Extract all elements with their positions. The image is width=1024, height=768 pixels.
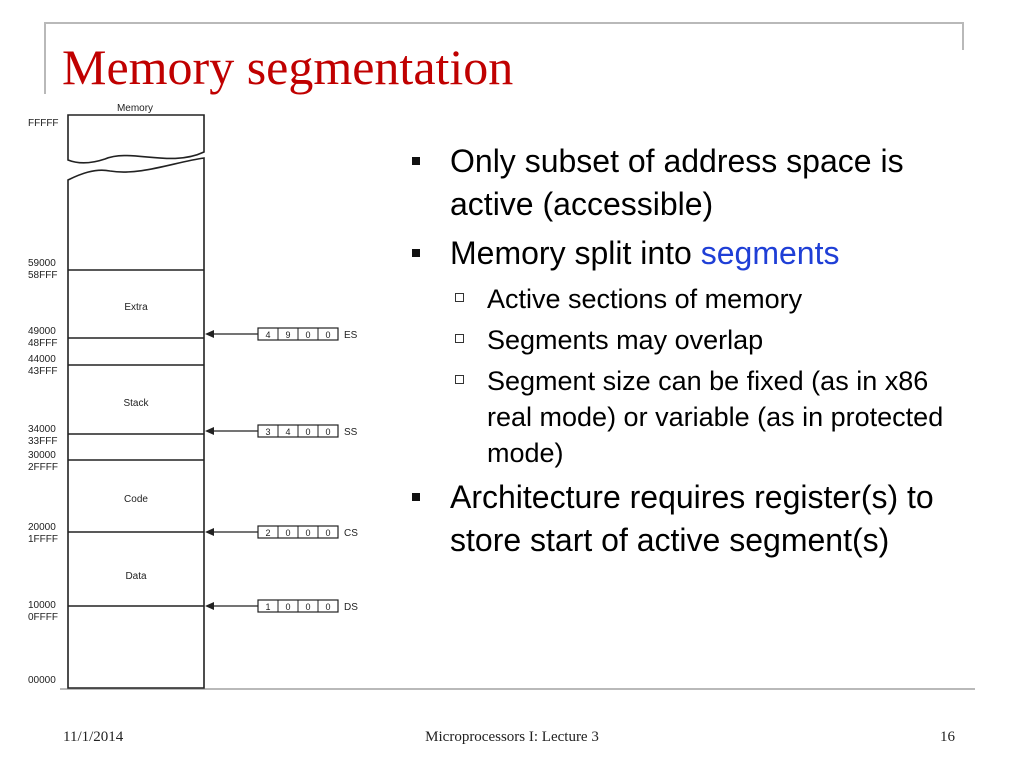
register-digit: 1 [265,602,270,612]
hollow-square-bullet-icon [455,334,464,343]
bullet-item: Architecture requires register(s) to sto… [412,476,972,562]
register-digit: 0 [325,528,330,538]
sub-bullet-text: Active sections of memory [487,284,803,314]
bullet-text: Architecture requires register(s) to sto… [450,479,934,558]
bullet-text: Memory split into [450,235,701,271]
frame-left-rule [44,22,46,94]
sub-bullet-text: Segments may overlap [487,325,764,355]
address-label: 43FFF [28,366,57,377]
highlight-term: segments [700,235,840,271]
bullet-list: Only subset of address space is active (… [412,140,972,568]
footer-date: 11/1/2014 [63,729,124,745]
register-ds: 1 0 0 0 DS [205,599,358,613]
segment-label-code: Code [124,494,148,505]
memory-diagram: Memory FFFFF 59000 58FFF 49000 48FFF 440… [0,98,380,695]
square-bullet-icon [412,493,420,501]
hollow-square-bullet-icon [455,293,464,302]
memory-header: Memory [117,103,153,114]
register-name: ES [344,330,358,341]
segment-label-data: Data [125,571,147,582]
register-digit: 3 [265,427,270,437]
register-digit: 0 [285,528,290,538]
hollow-square-bullet-icon [455,375,464,384]
register-digit: 0 [325,427,330,437]
register-digit: 0 [305,528,310,538]
register-digit: 4 [285,427,290,437]
register-name: CS [344,528,358,539]
address-label: 33FFF [28,436,57,447]
register-digit: 0 [285,602,290,612]
frame-right-rule [962,22,964,50]
address-label: 2FFFF [28,462,58,473]
address-label: 20000 [28,522,56,533]
sub-bullet-item: Active sections of memory [412,281,972,317]
sub-bullet-item: Segment size can be fixed (as in x86 rea… [412,363,972,471]
frame-bottom-rule [60,688,975,690]
memory-main-block [67,157,205,689]
footer-course: Microprocessors I: Lecture 3 [425,729,599,745]
address-label: 49000 [28,326,56,337]
address-label: 30000 [28,450,56,461]
address-label: 1FFFF [28,534,58,545]
square-bullet-icon [412,157,420,165]
register-digit: 9 [285,330,290,340]
arrowhead [205,330,214,338]
register-digit: 0 [325,602,330,612]
arrowhead [205,528,214,536]
bullet-item: Memory split into segments [412,232,972,275]
address-label: 0FFFF [28,612,58,623]
register-ss: 3 4 0 0 SS [205,424,358,438]
register-digit: 0 [325,330,330,340]
register-es: 4 9 0 0 ES [205,327,358,341]
address-label: 10000 [28,600,56,611]
memory-top-block [67,114,205,164]
segment-label-extra: Extra [124,302,148,313]
bullet-item: Only subset of address space is active (… [412,140,972,226]
square-bullet-icon [412,249,420,257]
address-label: 59000 [28,258,56,269]
address-label: 48FFF [28,338,57,349]
sub-bullet-text: Segment size can be fixed (as in x86 rea… [487,366,944,468]
register-cs: 2 0 0 0 CS [205,525,358,539]
address-label: 00000 [28,675,56,686]
register-digit: 4 [265,330,270,340]
footer-page-number: 16 [940,729,955,745]
address-label: 44000 [28,354,56,365]
sub-bullet-item: Segments may overlap [412,322,972,358]
memory-map-svg: Memory FFFFF 59000 58FFF 49000 48FFF 440… [28,103,358,689]
frame-top-rule [44,22,964,24]
register-name: SS [344,427,358,438]
register-digit: 0 [305,602,310,612]
address-label: 58FFF [28,270,57,281]
register-digit: 0 [305,427,310,437]
arrowhead [205,602,214,610]
address-label: FFFFF [28,118,59,129]
register-digit: 0 [305,330,310,340]
bullet-text: Only subset of address space is active (… [450,143,904,222]
register-digit: 2 [265,528,270,538]
segment-label-stack: Stack [123,398,149,409]
address-label: 34000 [28,424,56,435]
arrowhead [205,427,214,435]
register-name: DS [344,602,358,613]
slide-title: Memory segmentation [62,39,514,95]
